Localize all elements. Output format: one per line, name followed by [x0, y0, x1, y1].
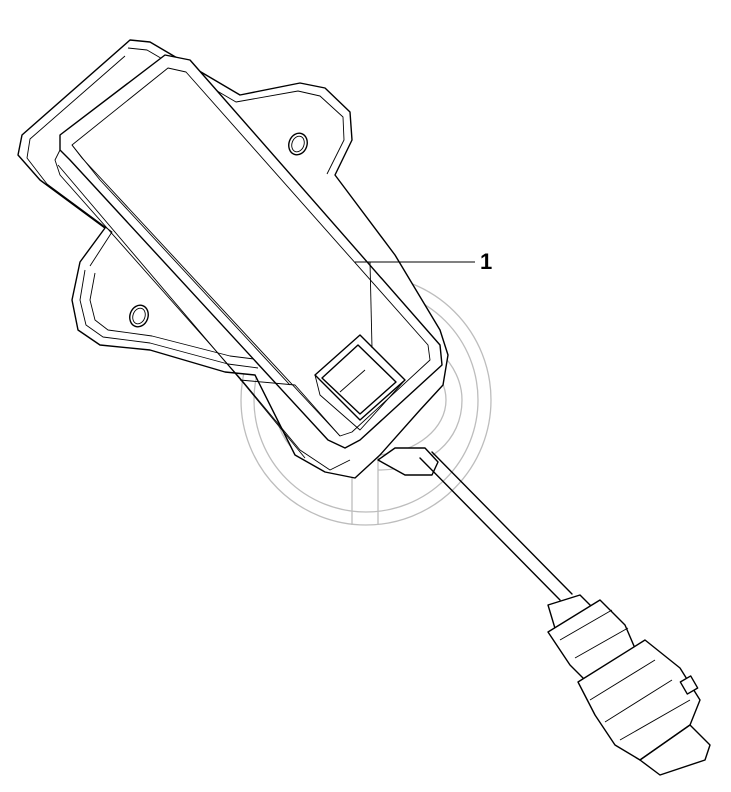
connector-plug-icon [547, 594, 711, 776]
sensor-housing-icon [17, 39, 449, 479]
mounting-hole-icon [129, 304, 149, 328]
socket-icon [314, 334, 406, 431]
cable-icon [419, 451, 573, 601]
mounting-hole-icon [288, 132, 308, 156]
callout-label-1: 1 [480, 249, 493, 274]
callout-leader [355, 261, 475, 349]
